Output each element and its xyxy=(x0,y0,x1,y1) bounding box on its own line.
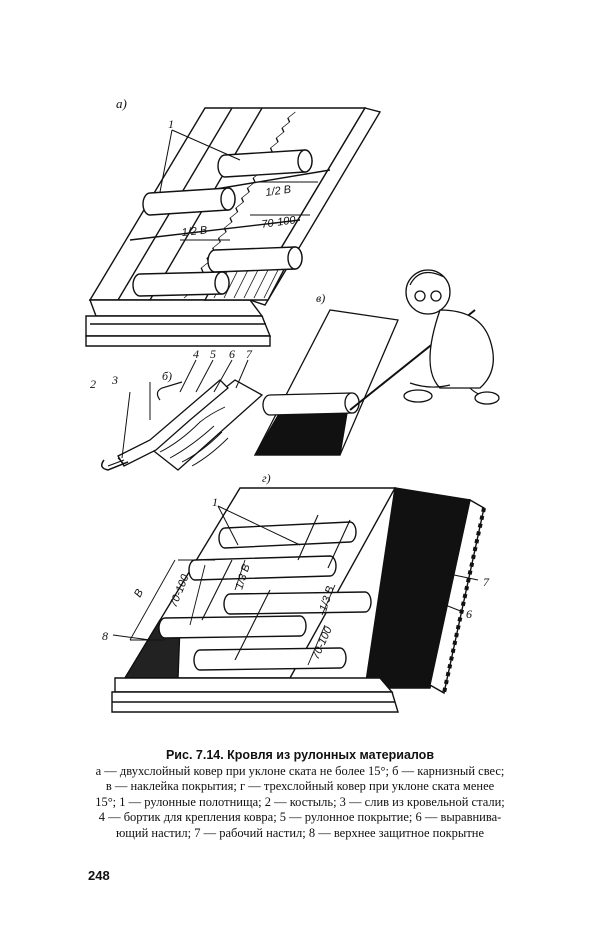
roofing-illustration: а) б) в) г) 1 2 3 4 5 6 7 1 7 6 8 1/2 В … xyxy=(85,96,500,713)
panel-a-label: а) xyxy=(116,96,127,111)
panel-a-drawing xyxy=(85,107,382,347)
page-number: 248 xyxy=(88,868,110,883)
callouts-panel-b: 2 3 4 5 6 7 xyxy=(90,347,253,391)
callout-g-6: 6 xyxy=(466,607,472,621)
figure-caption: Рис. 7.14. Кровля из рулонных материалов… xyxy=(40,748,560,841)
dim-a-half-b-2: 1/2 В xyxy=(181,224,208,239)
roofing-figure: а) б) в) г) 1 2 3 4 5 6 7 1 7 6 8 1/2 В … xyxy=(85,96,500,713)
caption-line: а — двухслойный ковер при уклоне ската н… xyxy=(95,763,505,778)
callout-g-8: 8 xyxy=(102,629,108,643)
caption-line: ющий настил; 7 — рабочий настил; 8 — вер… xyxy=(115,825,485,840)
panel-g-label: г) xyxy=(262,471,271,485)
callouts-panel-g: 1 7 6 8 xyxy=(102,495,490,643)
caption-title: Рис. 7.14. Кровля из рулонных материалов xyxy=(165,748,435,762)
dim-a-overlap: 70-100 xyxy=(261,214,297,231)
panel-b-drawing xyxy=(101,359,264,471)
panel-labels: а) б) в) г) xyxy=(116,96,325,485)
panel-v-drawing xyxy=(253,269,500,456)
caption-line: 15°; 1 — рулонные полотнища; 2 — костыль… xyxy=(95,794,505,809)
callout-b-4: 4 xyxy=(193,347,199,361)
panel-b-label: б) xyxy=(162,369,172,383)
callout-a-1: 1 xyxy=(168,117,174,131)
panel-v-label: в) xyxy=(316,291,325,305)
dimensions-panel-a: 1/2 В 70-100 1/2 В xyxy=(181,184,297,239)
callout-g-7: 7 xyxy=(483,575,490,589)
callout-b-7: 7 xyxy=(246,347,253,361)
dim-g-b: В xyxy=(132,587,146,599)
panel-g-drawing xyxy=(111,487,486,713)
callout-b-3: 3 xyxy=(111,373,118,387)
caption-line: в — наклейка покрытия; г — трехслойный к… xyxy=(105,779,495,793)
callout-b-2: 2 xyxy=(90,377,96,391)
callout-b-5: 5 xyxy=(210,347,216,361)
callouts-panel-a: 1 xyxy=(168,117,174,131)
callout-b-6: 6 xyxy=(229,347,235,361)
caption-line: 4 — бортик для крепления ковра; 5 — руло… xyxy=(98,810,502,824)
callout-g-1: 1 xyxy=(212,495,218,509)
dim-a-half-b-1: 1/2 В xyxy=(265,184,292,199)
